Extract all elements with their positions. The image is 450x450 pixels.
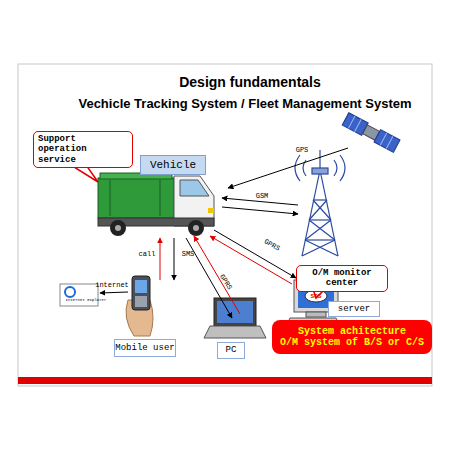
node-text: O/M system of B/S or C/S: [280, 337, 424, 349]
label-box: Mobile user: [114, 339, 176, 357]
label-box: Vehicle: [140, 155, 206, 175]
node-text: Mobile user: [115, 343, 174, 353]
node-text: PC: [226, 345, 237, 355]
signal-name: GPS: [296, 146, 309, 154]
laptop-icon: [204, 298, 266, 338]
signal-name: call: [139, 250, 156, 258]
callout-box: O/M monitor center: [296, 265, 388, 292]
phone-icon: [126, 276, 153, 336]
browser-icon: [60, 284, 98, 306]
truck-illustration: [98, 173, 214, 236]
signal-arrows: [100, 148, 348, 318]
signal-name: GPRS: [263, 237, 282, 252]
node-text: O/M monitor center: [301, 268, 383, 289]
subtitle-text: Vechicle Tracking System / Fleet Managem…: [78, 96, 411, 111]
label-box: PC: [217, 342, 245, 359]
tower-icon: [295, 150, 345, 256]
label-box: server: [328, 301, 380, 317]
node-text: server: [338, 304, 370, 314]
node-text: Support operation service: [38, 134, 128, 165]
signal-name: GPRS: [218, 273, 234, 291]
footer-bar: [18, 377, 432, 384]
signal-name: internet: [95, 281, 129, 289]
panel-frame: [18, 64, 432, 386]
highlight-box: System achitectureO/M system of B/S or C…: [272, 320, 432, 354]
signal-name: SMS: [182, 250, 195, 258]
node-text: System achitecture: [298, 326, 406, 338]
node-text: Vehicle: [150, 159, 196, 172]
icon-caption: Internet Explorer: [66, 298, 107, 302]
callout-box: Support operation service: [33, 131, 133, 168]
alert-text: SOS: [311, 293, 322, 300]
title-text: Design fundamentals: [179, 74, 321, 90]
satellite-icon: [342, 113, 400, 153]
signal-name: GSM: [256, 192, 269, 200]
